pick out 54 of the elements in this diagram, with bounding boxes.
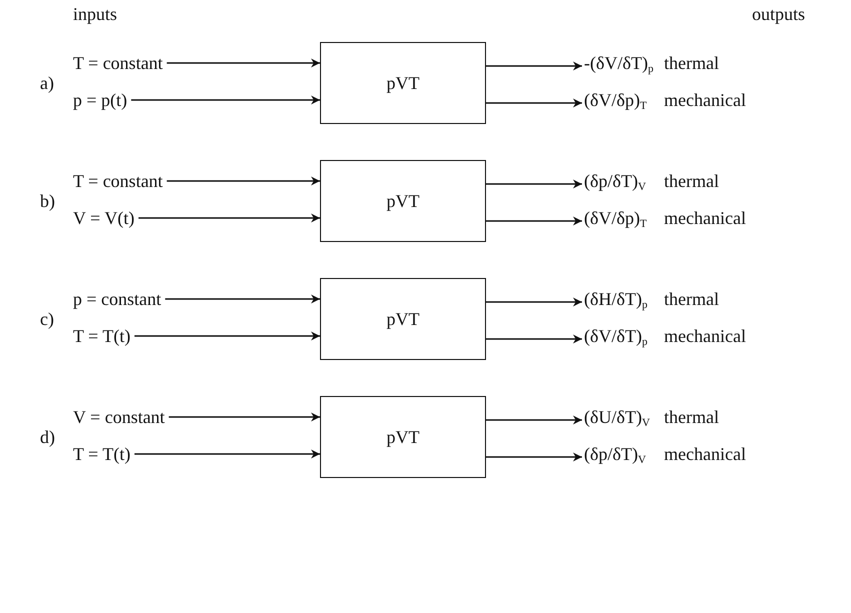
output-label: (δV/δp)$_{T}$	[584, 89, 647, 117]
output-category: thermal	[664, 406, 719, 428]
arrow	[134, 332, 320, 340]
box-label: pVT	[386, 426, 420, 448]
output-label: (δp/δT)$_{V}$	[584, 443, 646, 471]
process-box	[320, 42, 486, 124]
output-label: (δH/δT)$_{p}$	[584, 288, 648, 316]
input-label: V = V(t)	[73, 207, 134, 229]
box-label: pVT	[386, 72, 420, 94]
output-label: -(δV/δT)$_{p}$	[584, 52, 654, 80]
output-label: (δU/δT)$_{V}$	[584, 406, 650, 434]
output-category: mechanical	[664, 207, 746, 229]
arrow	[486, 416, 582, 424]
arrow	[168, 412, 320, 422]
input-label: T = constant	[73, 52, 163, 74]
arrow	[138, 214, 320, 222]
output-label: (δV/δp)$_{T}$	[584, 207, 647, 235]
arrow	[166, 58, 320, 68]
input-label: V = constant	[73, 406, 165, 428]
arrow	[166, 176, 320, 186]
output-category: mechanical	[664, 443, 746, 465]
output-category: mechanical	[664, 325, 746, 347]
row-label: b)	[40, 190, 55, 212]
input-label: T = constant	[73, 170, 163, 192]
box-label: pVT	[386, 190, 420, 212]
arrow	[134, 450, 320, 458]
output-category: thermal	[664, 52, 719, 74]
process-box	[320, 396, 486, 478]
row-label: d)	[40, 426, 55, 448]
process-box	[320, 160, 486, 242]
output-category: thermal	[664, 288, 719, 310]
column-heading: outputs	[752, 3, 806, 25]
arrow	[486, 216, 582, 226]
output-label: (δp/δT)$_{V}$	[584, 170, 646, 198]
output-label: (δV/δT)$_{p}$	[584, 325, 648, 353]
arrow	[486, 98, 582, 108]
process-box	[320, 278, 486, 360]
output-category: mechanical	[664, 89, 746, 111]
output-category: thermal	[664, 170, 719, 192]
arrow	[131, 96, 320, 104]
arrow	[486, 298, 582, 306]
row-label: c)	[40, 308, 54, 330]
row-label: a)	[40, 72, 54, 94]
arrow	[486, 62, 582, 70]
arrow	[486, 452, 582, 462]
input-label: T = T(t)	[73, 325, 130, 347]
input-label: p = p(t)	[73, 89, 128, 111]
arrow	[486, 334, 582, 344]
input-label: p = constant	[73, 288, 162, 310]
arrow	[486, 180, 582, 188]
arrow	[165, 294, 320, 304]
input-label: T = T(t)	[73, 443, 130, 465]
column-heading: inputs	[73, 3, 118, 25]
box-label: pVT	[386, 308, 420, 330]
